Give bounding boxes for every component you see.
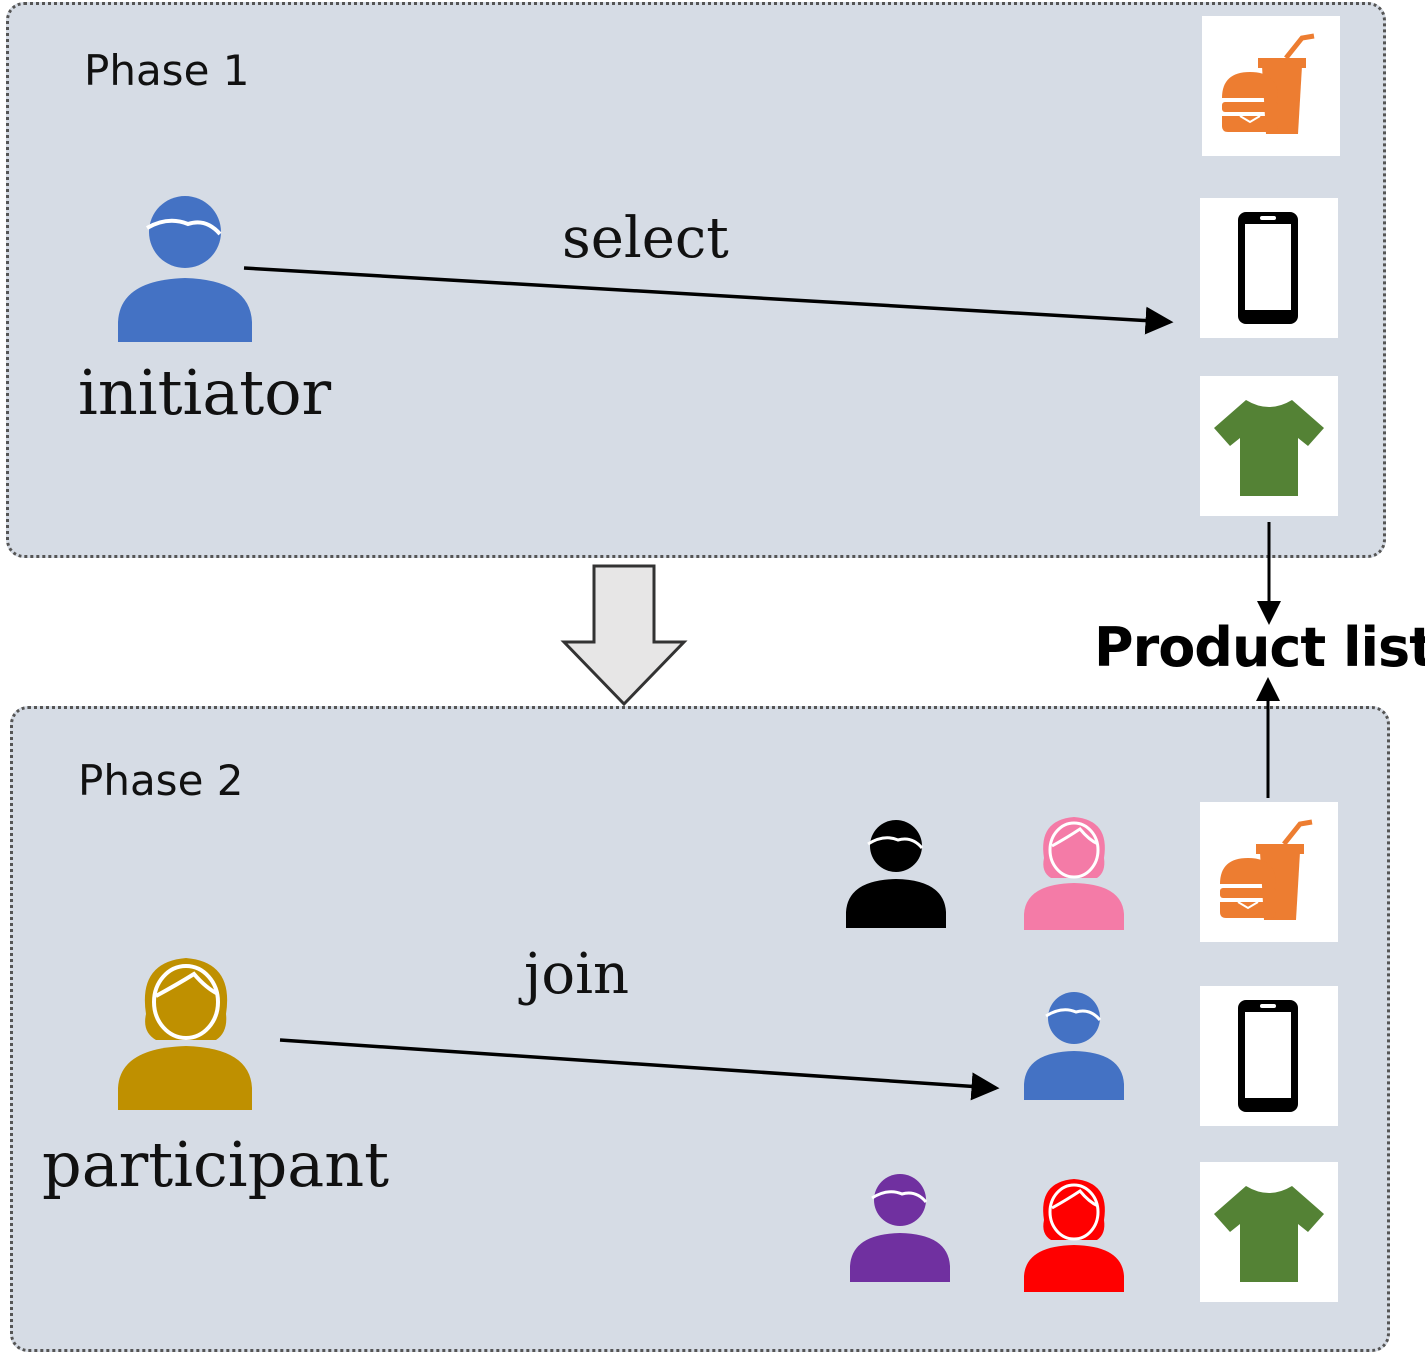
pink-woman-icon [1024, 817, 1124, 930]
initiator-man-icon [118, 196, 252, 342]
red-woman-icon [1024, 1179, 1124, 1292]
phase-1-shirt-tile [1200, 376, 1338, 516]
phase-transition-arrow [560, 564, 688, 707]
smartphone-icon [1238, 212, 1298, 324]
select-label: select [562, 206, 729, 271]
initiator-label: initiator [78, 356, 332, 429]
purple-man-icon [850, 1174, 950, 1282]
t-shirt-icon [1214, 400, 1324, 496]
phase-2-panel [10, 706, 1390, 1352]
phase-2-phone-tile [1200, 986, 1338, 1126]
smartphone-icon [1238, 1000, 1298, 1112]
participant-label: participant [42, 1128, 390, 1201]
fast-food-icon [1220, 819, 1313, 920]
join-label: join [524, 942, 630, 1007]
t-shirt-icon [1214, 1186, 1324, 1282]
blue-man-icon [1024, 992, 1124, 1100]
phase-1-phone-tile [1200, 198, 1338, 338]
phase-1-food-tile [1202, 16, 1340, 156]
phase-2-food-tile [1200, 802, 1338, 942]
participant-woman-icon [118, 958, 252, 1110]
fast-food-icon [1222, 33, 1315, 134]
phase-2-title: Phase 2 [78, 756, 244, 805]
phase-1-title: Phase 1 [84, 46, 250, 95]
phase-2-shirt-tile [1200, 1162, 1338, 1302]
product-list-label: Product list [1094, 616, 1425, 679]
black-man-icon [846, 820, 946, 928]
